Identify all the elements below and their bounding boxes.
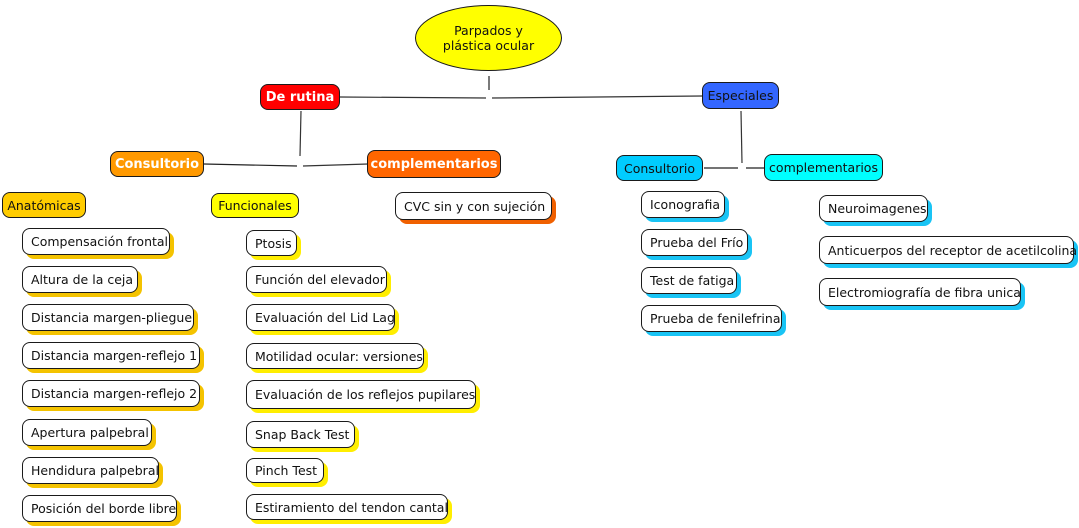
leaf-anatomicas-3[interactable]: Distancia margen-pliegue <box>22 304 194 331</box>
leaf-anatomicas-8[interactable]: Posición del borde libre <box>22 495 177 522</box>
node-especiales-consultorio[interactable]: Consultorio <box>616 155 703 181</box>
leaf-anatomicas-7[interactable]: Hendidura palpebral <box>22 457 159 484</box>
leaf-funcionales-3[interactable]: Evaluación del Lid Lag <box>246 304 395 331</box>
link-especiales-hub3 <box>740 110 743 164</box>
leaf-funcionales-7[interactable]: Pinch Test <box>246 458 324 483</box>
leaf-funcionales-1[interactable]: Ptosis <box>246 230 297 256</box>
root-node[interactable]: Parpados y plástica ocular <box>415 5 562 71</box>
node-especiales[interactable]: Especiales <box>702 82 779 109</box>
leaf-especiales-consultorio-2[interactable]: Prueba del Frío <box>641 229 748 256</box>
node-rutina-complementarios[interactable]: complementarios <box>367 150 501 178</box>
link-rutina-hub <box>339 96 487 99</box>
leaf-anatomicas-6[interactable]: Apertura palpebral <box>22 419 152 446</box>
leaf-especiales-complementarios-1[interactable]: Neuroimagenes <box>819 195 928 222</box>
node-funcionales[interactable]: Funcionales <box>211 193 299 218</box>
leaf-especiales-consultorio-3[interactable]: Test de fatiga <box>641 267 737 294</box>
node-rutina-consultorio[interactable]: Consultorio <box>110 151 204 177</box>
leaf-funcionales-6[interactable]: Snap Back Test <box>246 421 355 448</box>
leaf-especiales-complementarios-3[interactable]: Electromiografía de fibra unica <box>819 278 1021 306</box>
link-hub2-complementarios <box>302 163 369 167</box>
node-de-rutina[interactable]: De rutina <box>260 84 340 110</box>
leaf-anatomicas-1[interactable]: Compensación frontal <box>22 228 170 255</box>
leaf-especiales-consultorio-4[interactable]: Prueba de fenilefrina <box>641 305 782 332</box>
leaf-especiales-consultorio-1[interactable]: Iconografia <box>641 191 725 218</box>
node-especiales-complementarios[interactable]: complementarios <box>764 154 883 181</box>
link-hub-especiales <box>491 95 703 99</box>
leaf-anatomicas-4[interactable]: Distancia margen-reflejo 1 <box>22 342 200 369</box>
leaf-rutina-complementarios-1[interactable]: CVC sin y con sujeción <box>395 192 552 220</box>
leaf-funcionales-8[interactable]: Estiramiento del tendon cantal <box>246 494 448 520</box>
link-rutina-hub2 <box>299 110 302 157</box>
leaf-anatomicas-2[interactable]: Altura de la ceja <box>22 266 138 293</box>
leaf-funcionales-4[interactable]: Motilidad ocular: versiones <box>246 343 424 369</box>
leaf-anatomicas-5[interactable]: Distancia margen-reflejo 2 <box>22 380 200 407</box>
link-consultorio-hub2 <box>203 163 298 167</box>
leaf-especiales-complementarios-2[interactable]: Anticuerpos del receptor de acetilcolina <box>819 236 1077 264</box>
leaf-funcionales-5[interactable]: Evaluación de los reflejos pupilares <box>246 380 476 409</box>
node-anatomicas[interactable]: Anatómicas <box>2 192 86 218</box>
leaf-funcionales-2[interactable]: Función del elevador <box>246 266 387 293</box>
